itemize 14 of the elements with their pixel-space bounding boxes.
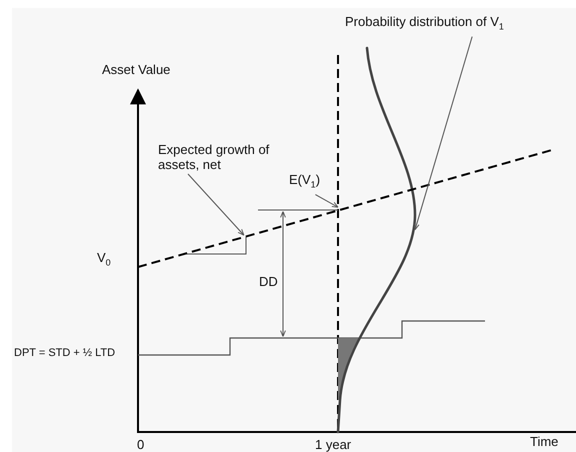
axis-value-label: V$_{0}$: [97, 250, 111, 270]
axis-title: Time: [530, 434, 558, 449]
distribution-curve: [336, 46, 416, 434]
tick-label: 1 year: [315, 437, 352, 452]
leader-line: [314, 194, 339, 208]
leader-line: [188, 174, 244, 236]
callout-text: Probability distribution of V$_{1}$: [345, 14, 504, 35]
callout-text: E(V$_{1}$): [289, 172, 320, 193]
dimension-label: DD: [259, 274, 278, 289]
axis-title: Asset Value: [102, 62, 170, 77]
tick-label: 0: [137, 437, 144, 452]
leader-line: [414, 36, 473, 230]
axis-value-label: DPT = STD + ½ LTD: [14, 346, 116, 361]
callout-text: Expected growth of assets, net: [158, 142, 308, 172]
